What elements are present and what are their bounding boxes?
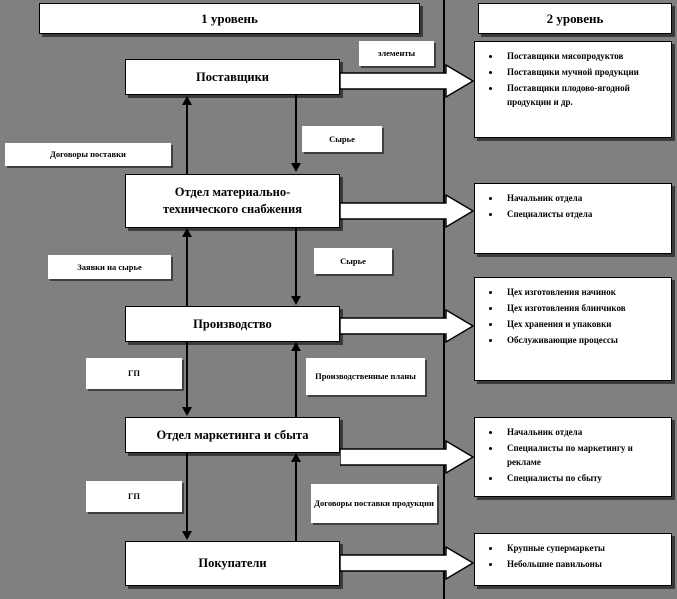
- detail-list-supply-dept: Начальник отдела Специалисты отдела: [485, 191, 665, 222]
- block-arrow-marketing: [340, 440, 474, 474]
- process-box-suppliers[interactable]: Поставщики: [125, 59, 340, 95]
- flow-label-elements: элементы: [359, 41, 434, 66]
- process-box-marketing[interactable]: Отдел маркетинга и сбыта: [125, 417, 340, 453]
- list-item: Цех хранения и упаковки: [501, 317, 665, 332]
- list-item: Специалисты отдела: [501, 207, 665, 222]
- flow-line-suppliers-to-supply: [295, 95, 297, 163]
- flow-label-supply-contracts: Договоры поставки: [5, 143, 171, 166]
- list-item: Крупные супермаркеты: [501, 541, 665, 556]
- process-box-buyers[interactable]: Покупатели: [125, 541, 340, 586]
- detail-box-suppliers: Поставщики мясопродуктов Поставщики мучн…: [474, 41, 672, 138]
- flow-line-supply-to-suppliers: [186, 105, 188, 174]
- block-arrow-buyers: [340, 546, 474, 580]
- detail-list-production: Цех изготовления начинок Цех изготовлени…: [485, 285, 665, 348]
- detail-box-buyers: Крупные супермаркеты Небольшие павильоны: [474, 533, 672, 586]
- flow-line-production-to-supply: [186, 237, 188, 306]
- detail-box-supply-dept: Начальник отдела Специалисты отдела: [474, 183, 672, 254]
- detail-box-marketing: Начальник отдела Специалисты по маркетин…: [474, 417, 672, 497]
- flow-label-finished-goods-2: ГП: [86, 481, 182, 512]
- level-divider: [443, 0, 445, 599]
- process-box-production[interactable]: Производство: [125, 306, 340, 342]
- arrowhead-suppliers-to-supply: [291, 163, 301, 172]
- flow-line-marketing-to-buyers: [186, 453, 188, 532]
- list-item: Начальник отдела: [501, 191, 665, 206]
- flow-label-finished-goods-1: ГП: [86, 358, 182, 389]
- arrowhead-supply-to-suppliers: [182, 96, 192, 105]
- arrowhead-production-to-marketing: [182, 407, 192, 416]
- block-arrow-production: [340, 309, 474, 343]
- block-arrow-suppliers: [340, 64, 474, 98]
- flow-line-production-to-marketing: [186, 342, 188, 408]
- list-item: Поставщики мучной продукции: [501, 65, 665, 80]
- list-item: Специалисты по маркетингу и рекламе: [501, 441, 665, 470]
- list-item: Обслуживающие процессы: [501, 333, 665, 348]
- flow-label-production-plans: Производственные планы: [306, 358, 425, 395]
- detail-list-buyers: Крупные супермаркеты Небольшие павильоны: [485, 541, 665, 572]
- detail-list-suppliers: Поставщики мясопродуктов Поставщики мучн…: [485, 49, 665, 110]
- detail-list-marketing: Начальник отдела Специалисты по маркетин…: [485, 425, 665, 486]
- flow-label-product-supply-contracts: Договоры поставки продукции: [311, 484, 437, 523]
- arrowhead-supply-to-production: [291, 296, 301, 305]
- list-item: Поставщики мясопродуктов: [501, 49, 665, 64]
- arrowhead-marketing-to-buyers: [182, 531, 192, 540]
- list-item: Небольшие павильоны: [501, 557, 665, 572]
- list-item: Поставщики плодово-ягодной продукции и д…: [501, 81, 665, 110]
- list-item: Начальник отдела: [501, 425, 665, 440]
- arrowhead-production-to-supply: [182, 228, 192, 237]
- flow-label-raw-materials-2: Сырье: [314, 248, 392, 274]
- flow-line-buyers-to-marketing: [295, 462, 297, 541]
- list-item: Цех изготовления начинок: [501, 285, 665, 300]
- flow-line-marketing-to-production: [295, 351, 297, 417]
- flow-label-raw-materials-1: Сырье: [302, 126, 382, 152]
- list-item: Специалисты по сбыту: [501, 471, 665, 486]
- arrowhead-marketing-to-production: [291, 342, 301, 351]
- arrowhead-buyers-to-marketing: [291, 453, 301, 462]
- detail-box-production: Цех изготовления начинок Цех изготовлени…: [474, 277, 672, 381]
- level1-header: 1 уровень: [39, 3, 420, 34]
- list-item: Цех изготовления блинчиков: [501, 301, 665, 316]
- flow-label-raw-material-requests: Заявки на сырье: [48, 255, 171, 279]
- level2-header: 2 уровень: [478, 3, 672, 34]
- flow-line-supply-to-production: [295, 228, 297, 297]
- process-box-supply-dept[interactable]: Отдел материально- технического снабжени…: [125, 174, 340, 228]
- block-arrow-supply-dept: [340, 194, 474, 228]
